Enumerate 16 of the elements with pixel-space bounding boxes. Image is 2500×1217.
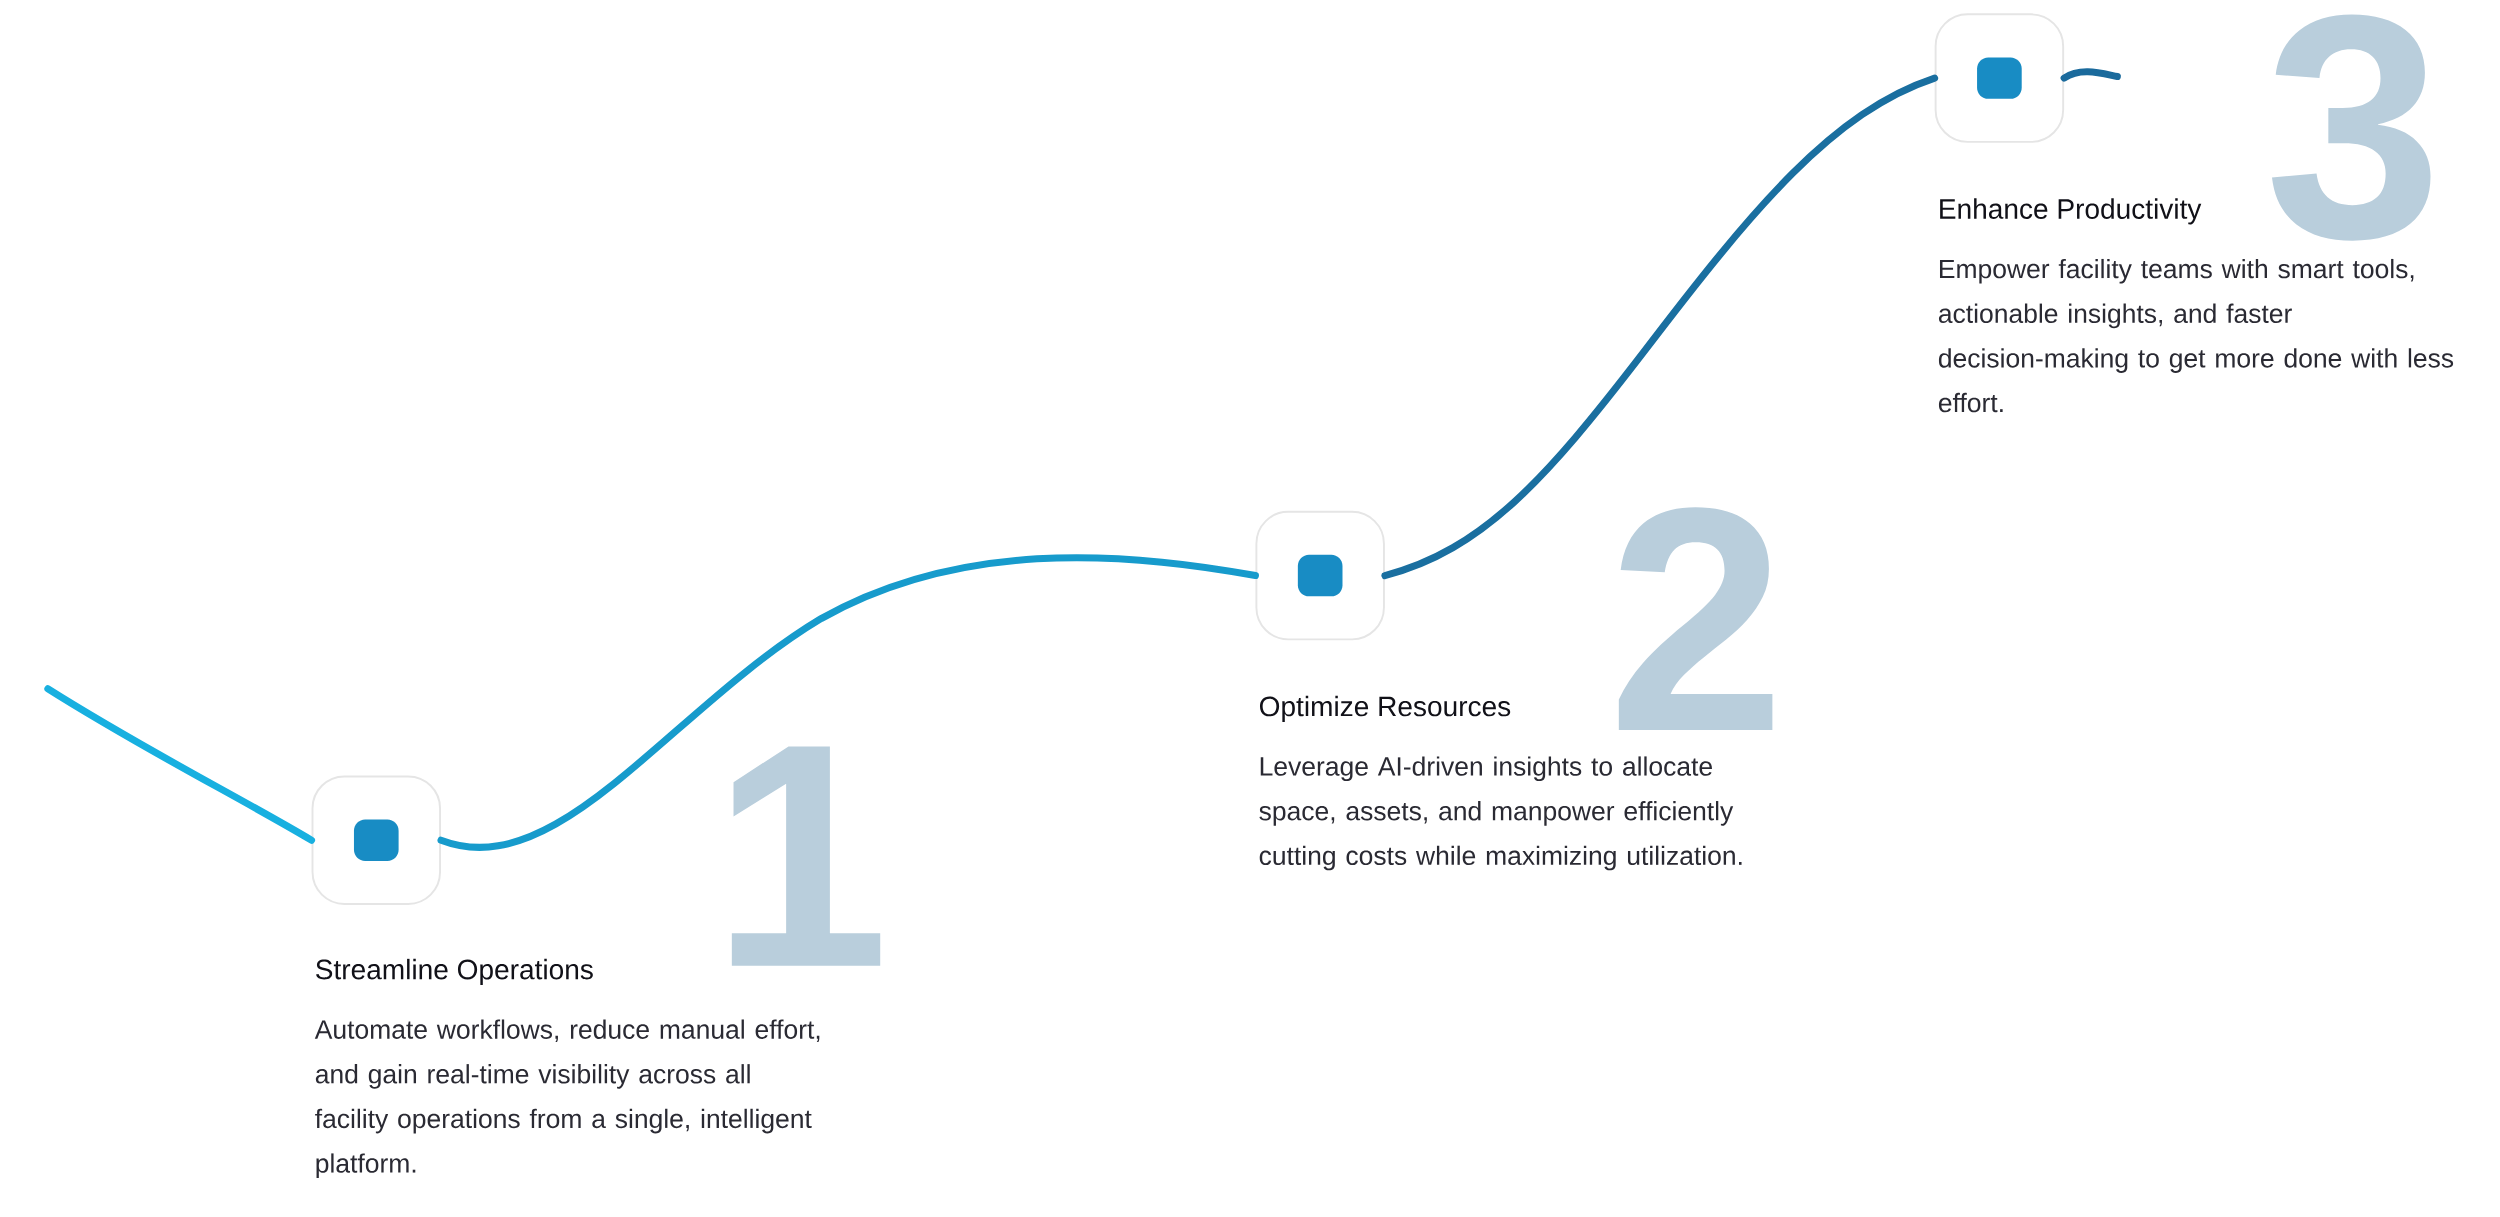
step-number: 1 [731,746,881,967]
marker-box [1934,13,2065,144]
curve-line [1381,74,1939,580]
marker-box [1255,511,1385,641]
step-description: Automate workflows, reduce manual effort, and gain real-time visibility across all facility operations from a single, intelligent platform. [314,1019,820,1179]
step-heading: Streamline Operations [316,959,593,986]
curve-line [2060,68,2121,82]
step-number: 2 [1618,507,1773,731]
step-heading: Enhance Productivity [1940,198,2202,225]
step-description: Empower facility teams with smart tools, actionable insights, and faster decision-making to get more done with less effort. [1938,259,2454,413]
step-number: 3 [2271,14,2431,241]
marker-box [311,775,441,906]
curve-line [437,554,1259,851]
step-heading: Optimize Resources [1260,696,1511,723]
curve-line [44,685,316,844]
step-description: Leverage AI-driven insights to allocate space, assets, and manpower efficiently cutting costs while maximizing utilization. [1259,756,1742,871]
